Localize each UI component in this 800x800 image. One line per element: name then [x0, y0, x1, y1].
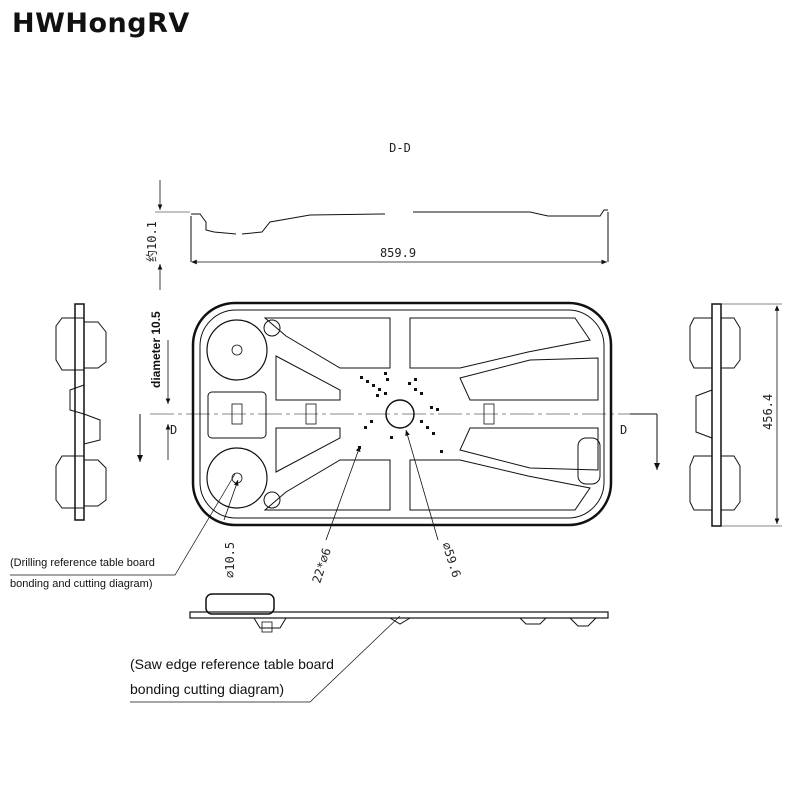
- section-marker-left: D: [170, 423, 177, 437]
- center-hole-label: ⌀59.6: [439, 541, 463, 580]
- section-title: D-D: [389, 141, 411, 155]
- thickness-label: 约10.1: [144, 221, 159, 262]
- saw-note-line2: bonding cutting diagram): [130, 681, 284, 697]
- section-marker-right: D: [620, 423, 627, 437]
- saw-note-leader: [130, 615, 401, 703]
- drill-note-leader: [10, 473, 236, 576]
- length-label: 859.9: [380, 246, 416, 260]
- width-label: 456.4: [761, 394, 775, 430]
- side-profile: [189, 593, 609, 633]
- hole-diameter-label: ⌀10.5: [223, 542, 237, 578]
- left-end-view: [55, 303, 107, 521]
- section-profile: [190, 209, 609, 262]
- holes-pattern-label: 22*⌀6: [310, 546, 334, 585]
- drill-note-line1: (Drilling reference table board: [10, 557, 155, 569]
- right-end-view: [689, 303, 741, 527]
- drill-note-line2: bonding and cutting diagram): [10, 578, 152, 590]
- small-holes-pattern: [358, 372, 443, 453]
- brand-logo: HWHongRV: [12, 8, 190, 39]
- side-hole-diameter-label: diameter 10.5: [149, 311, 163, 388]
- saw-note-line1: (Saw edge reference table board: [130, 656, 334, 672]
